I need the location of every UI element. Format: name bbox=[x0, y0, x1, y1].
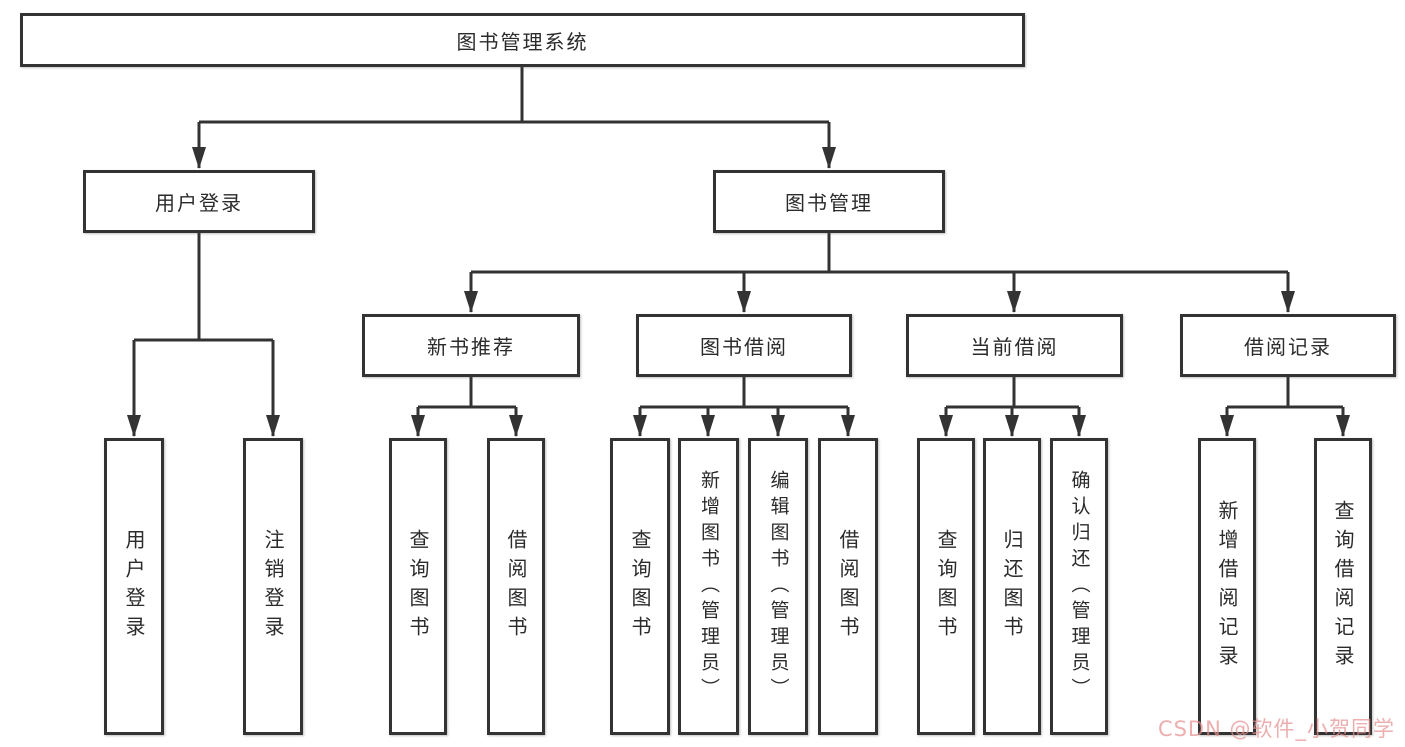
leaf-label: 归还图书 bbox=[1000, 528, 1024, 645]
node-label: 新书推荐 bbox=[427, 335, 515, 359]
leaf-label: 用户登录 bbox=[122, 528, 146, 645]
leaf-label: 借阅图书 bbox=[504, 528, 528, 645]
node-borrow-records: 借阅记录 bbox=[1180, 314, 1396, 377]
node-current-borrowing: 当前借阅 bbox=[906, 314, 1123, 377]
leaf-query-borrow-record: 查询借阅记录 bbox=[1314, 438, 1372, 735]
leaf-user-login: 用户登录 bbox=[104, 438, 164, 735]
leaf-query-books-current: 查询图书 bbox=[917, 438, 975, 735]
node-label: 用户登录 bbox=[155, 191, 243, 215]
leaf-borrow-books-recommend: 借阅图书 bbox=[487, 438, 545, 735]
leaf-label: 查询图书 bbox=[406, 528, 430, 645]
leaf-return-book: 归还图书 bbox=[983, 438, 1041, 735]
node-label: 借阅记录 bbox=[1244, 335, 1332, 359]
leaf-label: 借阅图书 bbox=[836, 528, 860, 645]
leaf-label: 查询借阅记录 bbox=[1331, 499, 1355, 674]
csdn-watermark: CSDN @软件_小贺同学 bbox=[1157, 717, 1395, 741]
leaf-label: 编辑图书（管理员） bbox=[767, 469, 790, 704]
node-new-book-recommend: 新书推荐 bbox=[362, 314, 580, 377]
node-label: 图书管理 bbox=[785, 191, 873, 215]
leaf-label: 注销登录 bbox=[261, 528, 285, 645]
node-user-login: 用户登录 bbox=[83, 170, 315, 233]
leaf-label: 查询图书 bbox=[628, 528, 652, 645]
node-label: 图书借阅 bbox=[700, 335, 788, 359]
leaf-query-books-recommend: 查询图书 bbox=[389, 438, 447, 735]
leaf-label: 查询图书 bbox=[934, 528, 958, 645]
node-book-management: 图书管理 bbox=[713, 170, 945, 233]
node-label: 当前借阅 bbox=[970, 335, 1059, 359]
leaf-label: 新增图书（管理员） bbox=[698, 469, 720, 704]
leaf-edit-book-admin: 编辑图书（管理员） bbox=[748, 438, 808, 735]
leaf-add-borrow-record: 新增借阅记录 bbox=[1198, 438, 1256, 735]
leaf-add-book-admin: 新增图书（管理员） bbox=[678, 438, 739, 735]
leaf-query-books-borrow: 查询图书 bbox=[610, 438, 670, 735]
leaf-borrow-books: 借阅图书 bbox=[818, 438, 878, 735]
leaf-label: 确认归还（管理员） bbox=[1068, 469, 1091, 704]
leaf-logout: 注销登录 bbox=[243, 438, 303, 735]
leaf-confirm-return-admin: 确认归还（管理员） bbox=[1050, 438, 1108, 735]
node-book-borrowing: 图书借阅 bbox=[636, 314, 852, 377]
node-label: 图书管理系统 bbox=[456, 29, 589, 54]
node-library-system-root: 图书管理系统 bbox=[20, 13, 1025, 67]
leaf-label: 新增借阅记录 bbox=[1215, 499, 1239, 674]
